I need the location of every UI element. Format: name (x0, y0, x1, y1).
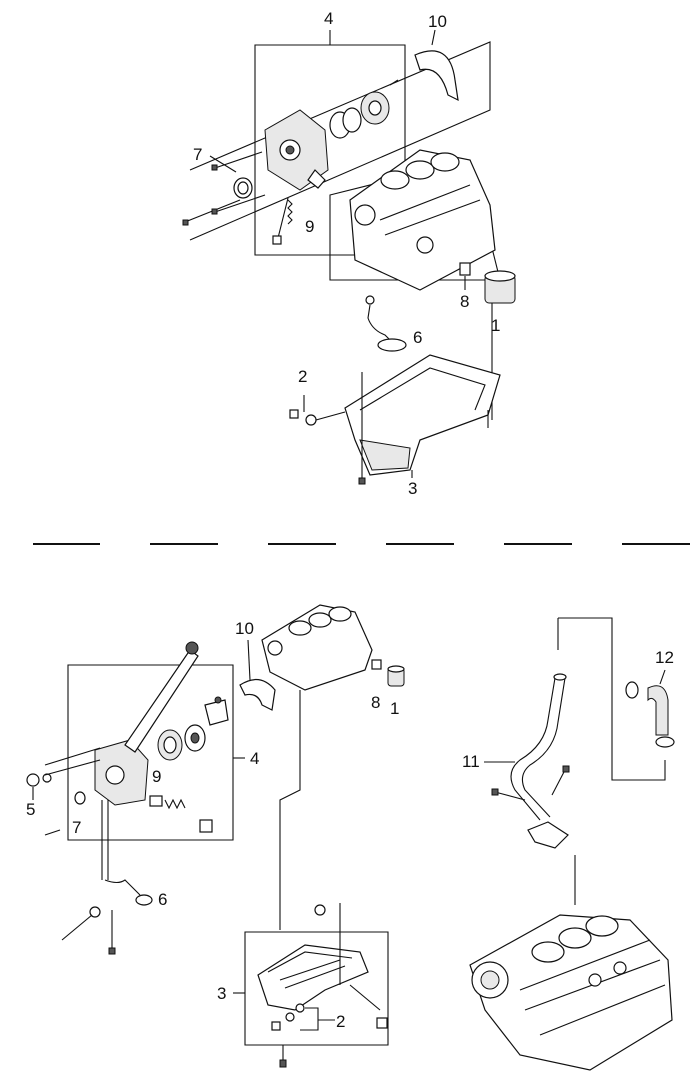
top-engine-block (349, 149, 496, 291)
bottom-label-7: 7 (72, 818, 81, 837)
top-oil-pan (344, 354, 501, 485)
bottom-label-11: 11 (462, 752, 480, 771)
bottom-small-engine-block (261, 604, 373, 691)
bottom-plug (26, 773, 40, 787)
bottom-pump-gears (157, 696, 229, 761)
top-section: 4 10 7 9 8 1 6 2 3 (182, 9, 516, 498)
top-label-6: 6 (413, 328, 422, 347)
bottom-label-3: 3 (217, 984, 226, 1003)
bottom-label-8: 8 (371, 693, 380, 712)
bottom-oil-pan (257, 944, 369, 1011)
bottom-label-4: 4 (250, 749, 259, 768)
bottom-oil-pump-body (94, 641, 199, 806)
top-label-1: 1 (491, 316, 500, 335)
bottom-pump-frame (67, 664, 234, 841)
bottom-section: 10 8 1 4 9 5 7 6 3 2 11 12 (26, 604, 675, 1071)
top-rear-plate (414, 29, 459, 102)
bottom-label-2: 2 (336, 1012, 345, 1031)
bottom-drain-plug (271, 903, 388, 1068)
top-label-10: 10 (428, 12, 447, 31)
top-label-2: 2 (298, 367, 307, 386)
bottom-label-6: 6 (158, 890, 167, 909)
bottom-relief-spring (149, 795, 213, 833)
bottom-dipstick-tube (491, 673, 570, 849)
bottom-seal (74, 791, 86, 805)
top-label-3: 3 (408, 479, 417, 498)
top-fitting (459, 262, 471, 276)
top-oil-filter (484, 270, 516, 420)
bottom-oil-filter (387, 665, 405, 687)
top-bolts (182, 79, 399, 226)
top-label-9: 9 (305, 217, 314, 236)
bottom-rear-plate (239, 679, 276, 711)
bottom-label-5: 5 (26, 800, 35, 819)
bottom-large-engine-block (469, 914, 673, 1071)
bottom-label-10: 10 (235, 619, 254, 638)
top-gasket-frame (189, 41, 491, 241)
top-label-7: 7 (193, 145, 202, 164)
bottom-bolts (44, 747, 101, 836)
top-relief-spring (272, 197, 293, 245)
bottom-strainer (61, 800, 153, 955)
bottom-fitting (371, 659, 382, 670)
top-label-4: 4 (324, 9, 333, 28)
top-pump-gears (329, 91, 390, 139)
bottom-label-9: 9 (152, 767, 161, 786)
top-oil-pump-body (264, 109, 329, 191)
top-label-8: 8 (460, 292, 469, 311)
bottom-label-12: 12 (655, 648, 674, 667)
bottom-label-1: 1 (390, 699, 399, 718)
top-strainer (365, 295, 407, 352)
bottom-hose (625, 669, 675, 748)
top-drain-plug (289, 395, 346, 426)
